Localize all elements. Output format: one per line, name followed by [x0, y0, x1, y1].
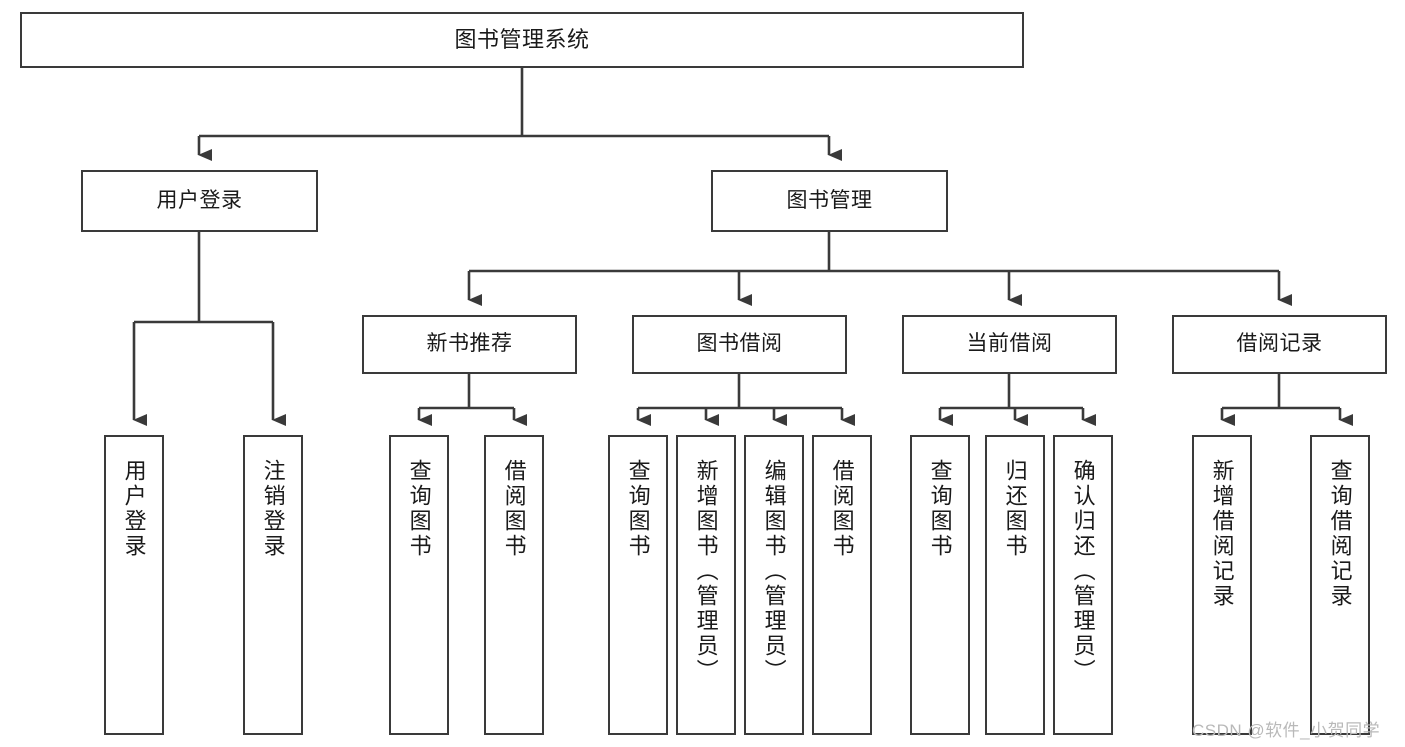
node-leaf-cur-query-book-label: 查询图书 [927, 459, 953, 559]
node-n-borrow-record[interactable]: 借阅记录 [1172, 315, 1387, 374]
node-leaf-borrow-book[interactable]: 借阅图书 [812, 435, 872, 735]
node-n-book-borrow[interactable]: 图书借阅 [632, 315, 847, 374]
node-leaf-query-record[interactable]: 查询借阅记录 [1310, 435, 1370, 735]
watermark: CSDN @软件_小贺同学 [1192, 721, 1381, 740]
node-leaf-cur-query-book[interactable]: 查询图书 [910, 435, 970, 735]
node-n-current-borrow-label: 当前借阅 [966, 332, 1053, 356]
node-leaf-user-login[interactable]: 用户登录 [104, 435, 164, 735]
node-leaf-logout[interactable]: 注销登录 [243, 435, 303, 735]
node-leaf-edit-book[interactable]: 编辑图书（管理员） [744, 435, 804, 735]
node-leaf-borrow-query-book[interactable]: 查询图书 [608, 435, 668, 735]
node-leaf-add-book[interactable]: 新增图书（管理员） [676, 435, 736, 735]
node-leaf-edit-book-label: 编辑图书（管理员） [761, 459, 787, 684]
node-leaf-rec-borrow-book-label: 借阅图书 [501, 459, 527, 559]
node-leaf-return-book[interactable]: 归还图书 [985, 435, 1045, 735]
node-leaf-confirm-return[interactable]: 确认归还（管理员） [1053, 435, 1113, 735]
node-n-book-mgmt-label: 图书管理 [786, 188, 873, 212]
node-leaf-query-record-label: 查询借阅记录 [1327, 459, 1353, 609]
node-n-new-book-rec[interactable]: 新书推荐 [362, 315, 577, 374]
node-leaf-confirm-return-label: 确认归还（管理员） [1070, 459, 1096, 684]
node-root-label: 图书管理系统 [454, 27, 590, 53]
node-leaf-rec-query-book-label: 查询图书 [406, 459, 432, 559]
node-leaf-return-book-label: 归还图书 [1002, 459, 1028, 559]
node-n-borrow-record-label: 借阅记录 [1236, 332, 1323, 356]
node-leaf-rec-borrow-book[interactable]: 借阅图书 [484, 435, 544, 735]
node-n-user-login-label: 用户登录 [156, 188, 243, 212]
node-leaf-borrow-query-book-label: 查询图书 [625, 459, 651, 559]
node-n-new-book-rec-label: 新书推荐 [426, 332, 513, 356]
node-leaf-logout-label: 注销登录 [260, 459, 286, 559]
node-n-current-borrow[interactable]: 当前借阅 [902, 315, 1117, 374]
node-leaf-add-record[interactable]: 新增借阅记录 [1192, 435, 1252, 735]
node-leaf-add-record-label: 新增借阅记录 [1209, 459, 1235, 609]
node-leaf-user-login-label: 用户登录 [121, 459, 147, 559]
node-leaf-borrow-book-label: 借阅图书 [829, 459, 855, 559]
node-n-book-borrow-label: 图书借阅 [696, 332, 783, 356]
node-leaf-add-book-label: 新增图书（管理员） [693, 459, 719, 684]
node-n-user-login[interactable]: 用户登录 [81, 170, 318, 232]
node-leaf-rec-query-book[interactable]: 查询图书 [389, 435, 449, 735]
node-n-book-mgmt[interactable]: 图书管理 [711, 170, 948, 232]
node-root[interactable]: 图书管理系统 [20, 12, 1024, 68]
